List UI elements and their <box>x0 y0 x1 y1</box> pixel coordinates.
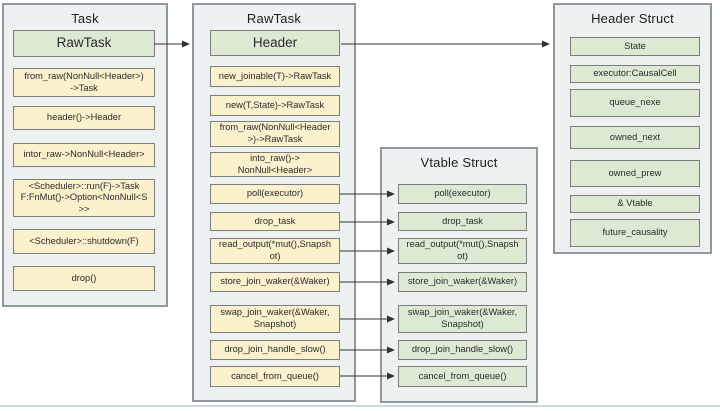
node-drop-task: drop_task <box>210 212 340 231</box>
hs-node-queue-nexe: queue_nexe <box>570 89 700 117</box>
vtable-node-cancel-from-queue: cancel_from_queue() <box>398 366 527 387</box>
box-task-title: Task <box>71 11 99 26</box>
node-header: Header <box>210 30 340 56</box>
box-rawtask-title: RawTask <box>246 11 302 26</box>
hs-node-owned-prew: owned_prew <box>570 160 700 187</box>
hs-node-vtable-ref: & Vtable <box>570 195 700 213</box>
node-header-fn: header()->Header <box>13 106 155 130</box>
vtable-node-drop-join-handle-slow: drop_join_handle_slow() <box>398 340 527 360</box>
node-drop: drop() <box>13 266 155 291</box>
vtable-node-store-join-waker: store_join_waker(&Waker) <box>398 272 527 292</box>
box-header-struct: Header Struct State executor:CausalCell … <box>553 3 712 254</box>
page-bottom-edge-line <box>0 405 720 407</box>
vtable-node-drop-task: drop_task <box>398 212 527 231</box>
hs-node-executor-causalcell: executor:CausalCell <box>570 65 700 83</box>
node-drop-join-handle-slow: drop_join_handle_slow() <box>210 340 340 360</box>
node-into-raw: into_raw()-> NonNull<Header> <box>210 152 340 177</box>
vtable-node-poll: poll(executor) <box>398 184 527 204</box>
hs-node-owned-next: owned_next <box>570 126 700 149</box>
node-from-raw-task: from_raw(NonNull<Header>) ->Task <box>13 68 155 97</box>
node-new-joinable: new_joinable(T)->RawTask <box>210 66 340 87</box>
node-read-output: read_output(*mut(),Snapsh ot) <box>210 238 340 264</box>
box-vtable-struct: Vtable Struct poll(executor) drop_task r… <box>380 147 538 403</box>
node-intor-raw: intor_raw->NonNull<Header> <box>13 143 155 167</box>
node-poll: poll(executor) <box>210 184 340 204</box>
node-scheduler-shutdown: <Scheduler>::shutdown(F) <box>13 229 155 254</box>
box-header-struct-title: Header Struct <box>591 11 674 26</box>
node-store-join-waker: store_join_waker(&Waker) <box>210 272 340 292</box>
box-rawtask: RawTask Header new_joinable(T)->RawTask … <box>192 3 356 402</box>
node-rawtask: RawTask <box>13 30 155 57</box>
node-from-raw: from_raw(NonNull<Header >)->RawTask <box>210 121 340 147</box>
node-cancel-from-queue: cancel_from_queue() <box>210 366 340 387</box>
vtable-node-swap-join-waker: swap_join_waker(&Waker, Snapshot) <box>398 305 527 333</box>
box-task: Task RawTask from_raw(NonNull<Header>) -… <box>2 3 168 307</box>
node-scheduler-run: <Scheduler>::run(F)->Task F:FnMut()->Opt… <box>13 179 155 217</box>
node-new: new(T,State)->RawTask <box>210 95 340 116</box>
hs-node-state: State <box>570 37 700 56</box>
vtable-node-read-output: read_output(*mut(),Snapsh ot) <box>398 238 527 264</box>
node-swap-join-waker: swap_join_waker(&Waker, Snapshot) <box>210 305 340 333</box>
hs-node-future-causality: future_causality <box>570 219 700 247</box>
box-vtable-title: Vtable Struct <box>420 155 498 170</box>
